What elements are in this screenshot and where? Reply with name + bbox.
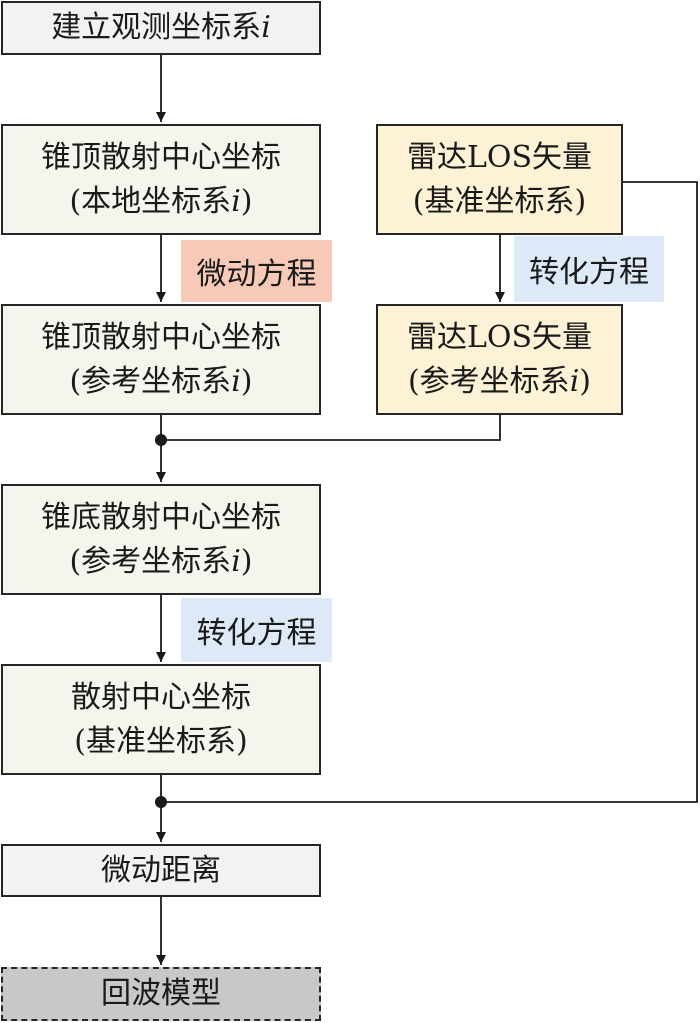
paren-close: ) (579, 363, 592, 399)
establish-coordinate-box: 建立观测坐标系i (1, 1, 321, 55)
apex-ref-box: 锥顶散射中心坐标 (参考坐标系i) (1, 304, 321, 415)
transform-equation-label-left: 转化方程 (181, 598, 332, 662)
echo-model-text: 回波模型 (101, 976, 221, 1011)
scatter-base-box: 散射中心坐标 (基准坐标系) (1, 664, 321, 775)
radar-base-line1: 雷达LOS矢量 (406, 139, 593, 175)
radar-base-line2: (基准坐标系) (412, 183, 587, 219)
paren-close: ) (240, 363, 253, 399)
scatter-base-line2: (基准坐标系) (74, 723, 248, 759)
var-i: i (231, 183, 241, 219)
radar-ref-box: 雷达LOS矢量 (参考坐标系i) (376, 304, 623, 415)
echo-model-box: 回波模型 (1, 967, 321, 1021)
bottom-ref-line1: 锥底散射中心坐标 (41, 499, 281, 535)
establish-text: 建立观测坐标系 (51, 10, 262, 45)
transform-equation-label-right: 转化方程 (514, 236, 664, 302)
paren-close: ) (240, 543, 253, 579)
junction-dot-lower (155, 796, 167, 808)
bottom-ref-box: 锥底散射中心坐标 (参考坐标系i) (1, 484, 321, 595)
bottom-ref-line2: (参考坐标系 (69, 543, 232, 579)
junction-dot-upper (155, 434, 167, 446)
var-i: i (231, 543, 241, 579)
radar-ref-line1: 雷达LOS矢量 (406, 319, 593, 355)
radar-ref-line2: (参考坐标系 (407, 363, 570, 399)
scatter-base-line1: 散射中心坐标 (71, 679, 251, 715)
micro-motion-equation-label: 微动方程 (181, 240, 332, 302)
line-radar-ref-merge (161, 415, 501, 441)
apex-ref-line1: 锥顶散射中心坐标 (41, 319, 281, 355)
apex-ref-line2: (参考坐标系 (69, 363, 232, 399)
line-radar-base-bypass (161, 181, 698, 803)
var-i: i (261, 10, 271, 45)
apex-local-line1: 锥顶散射中心坐标 (41, 139, 281, 175)
var-i: i (569, 363, 580, 399)
radar-base-box: 雷达LOS矢量 (基准坐标系) (376, 124, 623, 235)
micro-distance-box: 微动距离 (1, 844, 321, 897)
var-i: i (231, 363, 241, 399)
micro-distance-text: 微动距离 (101, 852, 221, 888)
paren-close: ) (240, 183, 253, 219)
apex-local-box: 锥顶散射中心坐标 (本地坐标系i) (1, 124, 321, 235)
apex-local-line2: (本地坐标系 (69, 183, 232, 219)
